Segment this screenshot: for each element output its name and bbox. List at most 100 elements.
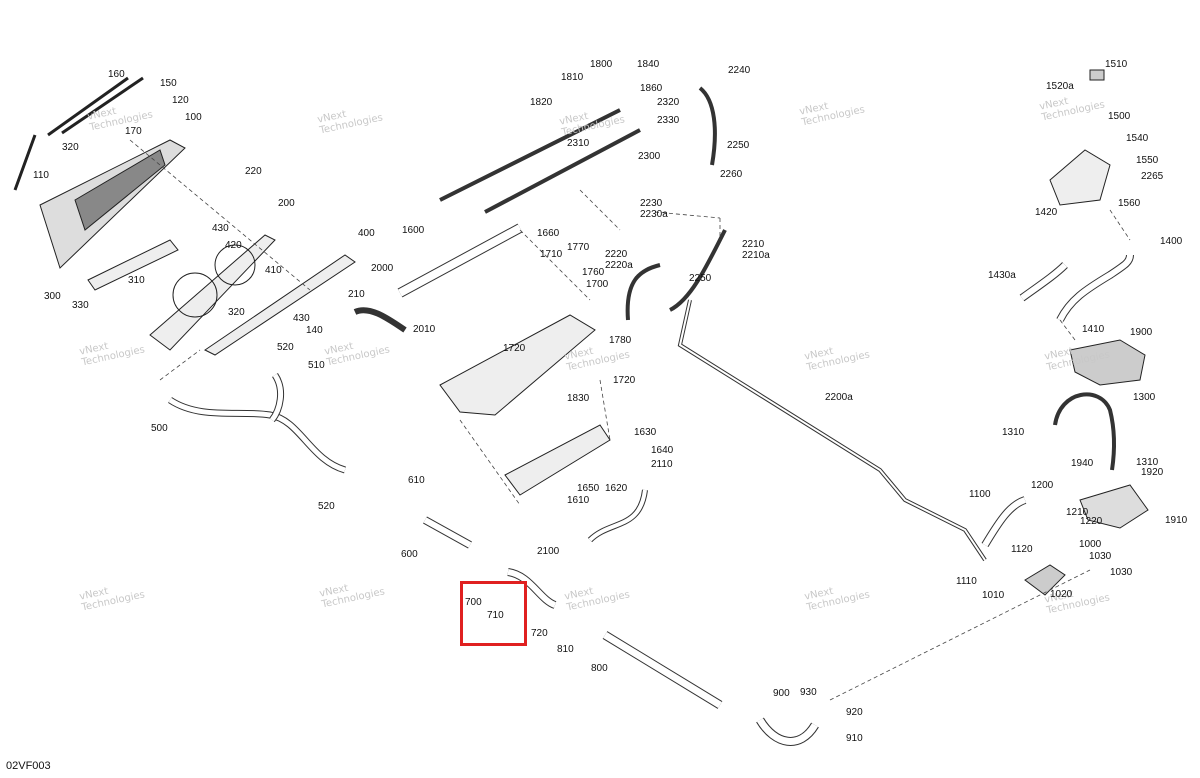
- callout-2330: 2330: [657, 115, 680, 126]
- rod-110: [13, 134, 37, 191]
- callout-900: 900: [773, 688, 790, 699]
- figure-code: 02VF003: [6, 760, 51, 772]
- callout-500: 500: [151, 423, 168, 434]
- callout-320: 320: [228, 307, 245, 318]
- callout-2220: 2220: [605, 249, 628, 260]
- callout-1220: 1220: [1080, 516, 1103, 527]
- callout-520: 520: [318, 501, 335, 512]
- callout-1800: 1800: [590, 59, 613, 70]
- tray-1700: [439, 314, 596, 416]
- callout-710: 710: [487, 610, 504, 621]
- callout-2210: 2210: [742, 239, 765, 250]
- callout-430: 430: [293, 313, 310, 324]
- callout-2300: 2300: [638, 151, 661, 162]
- callout-1310: 1310: [1136, 457, 1159, 468]
- callout-1810: 1810: [561, 72, 584, 83]
- callout-1500: 1500: [1108, 111, 1131, 122]
- callout-2250: 2250: [727, 140, 750, 151]
- highlight-box: [460, 581, 527, 646]
- callout-1030: 1030: [1110, 567, 1133, 578]
- callout-210: 210: [348, 289, 365, 300]
- callout-810: 810: [557, 644, 574, 655]
- callout-720: 720: [531, 628, 548, 639]
- callout-2220a: 2220a: [605, 260, 633, 271]
- callout-170: 170: [125, 126, 142, 137]
- valve-1000: [1024, 564, 1066, 596]
- callout-600: 600: [401, 549, 418, 560]
- callout-1720: 1720: [613, 375, 636, 386]
- cover-1900: [1069, 339, 1146, 386]
- callout-1420: 1420: [1035, 207, 1058, 218]
- callout-2320: 2320: [657, 97, 680, 108]
- bracket-310: [87, 239, 179, 291]
- callout-920: 920: [846, 707, 863, 718]
- callout-320: 320: [62, 142, 79, 153]
- callout-1840: 1840: [637, 59, 660, 70]
- manifold-1910: [1079, 484, 1149, 529]
- callout-1860: 1860: [640, 83, 663, 94]
- callout-1200: 1200: [1031, 480, 1054, 491]
- rail-2300: [484, 128, 641, 214]
- callout-100: 100: [185, 112, 202, 123]
- bracket-400: [204, 254, 356, 356]
- callout-2250: 2250: [689, 273, 712, 284]
- callout-2260: 2260: [720, 169, 743, 180]
- callout-1720: 1720: [503, 343, 526, 354]
- callout-1660: 1660: [537, 228, 560, 239]
- callout-930: 930: [800, 687, 817, 698]
- callout-1620: 1620: [605, 483, 628, 494]
- callout-1510: 1510: [1105, 59, 1128, 70]
- hose-2240: [698, 86, 717, 166]
- callout-1770: 1770: [567, 242, 590, 253]
- callout-1120: 1120: [1011, 544, 1033, 555]
- callout-2240: 2240: [728, 65, 751, 76]
- callout-1610: 1610: [567, 495, 590, 506]
- callout-700: 700: [465, 597, 482, 608]
- rod-150: [61, 76, 144, 135]
- callout-1710: 1710: [540, 249, 563, 260]
- callout-1430a: 1430a: [988, 270, 1016, 281]
- callout-1020: 1020: [1050, 589, 1073, 600]
- callout-220: 220: [245, 166, 262, 177]
- callout-200: 200: [278, 198, 295, 209]
- callout-2010: 2010: [413, 324, 436, 335]
- callout-1400: 1400: [1160, 236, 1183, 247]
- callout-1700: 1700: [586, 279, 609, 290]
- callout-2000: 2000: [371, 263, 394, 274]
- callout-2110: 2110: [651, 459, 673, 470]
- rail-2310: [439, 108, 621, 202]
- callout-1780: 1780: [609, 335, 632, 346]
- callout-520: 520: [277, 342, 294, 353]
- callout-310: 310: [128, 275, 145, 286]
- callout-1540: 1540: [1126, 133, 1149, 144]
- callout-800: 800: [591, 663, 608, 674]
- callout-420: 420: [225, 240, 242, 251]
- callout-1910: 1910: [1165, 515, 1188, 526]
- callout-1110: 1110: [956, 576, 977, 587]
- callout-1630: 1630: [634, 427, 657, 438]
- rod-160: [47, 76, 129, 137]
- callout-1550: 1550: [1136, 155, 1159, 166]
- callout-2210a: 2210a: [742, 250, 770, 261]
- callout-2200a: 2200a: [825, 392, 853, 403]
- fan-shroud-200: [149, 234, 276, 351]
- callout-1830: 1830: [567, 393, 590, 404]
- callout-330: 330: [72, 300, 89, 311]
- callout-1640: 1640: [651, 445, 674, 456]
- callout-1760: 1760: [582, 267, 605, 278]
- callout-2310: 2310: [567, 138, 590, 149]
- callout-1900: 1900: [1130, 327, 1153, 338]
- callout-300: 300: [44, 291, 61, 302]
- callout-1030: 1030: [1089, 551, 1112, 562]
- callout-510: 510: [308, 360, 325, 371]
- callout-1820: 1820: [530, 97, 553, 108]
- callout-1520a: 1520a: [1046, 81, 1074, 92]
- callout-150: 150: [160, 78, 177, 89]
- callout-1210: 1210: [1066, 507, 1089, 518]
- callout-1300: 1300: [1133, 392, 1156, 403]
- callout-610: 610: [408, 475, 425, 486]
- callout-120: 120: [172, 95, 189, 106]
- callout-410: 410: [265, 265, 282, 276]
- callout-1920: 1920: [1141, 467, 1164, 478]
